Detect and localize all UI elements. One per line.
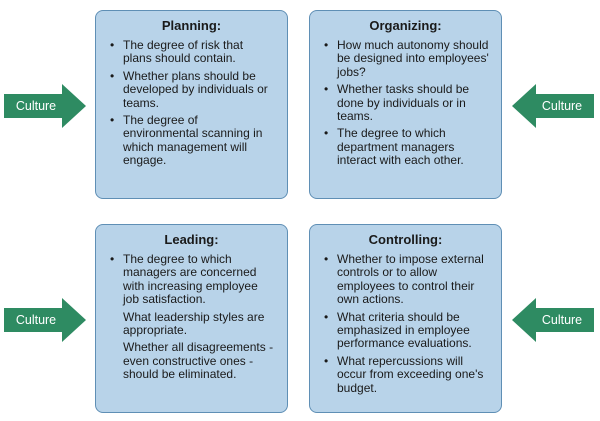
culture-arrow-top-right: Culture [512,84,594,128]
culture-label: Culture [541,99,583,113]
box-title: Planning: [161,18,222,33]
list-item: The degree of environmental scanning in … [108,113,275,168]
list-item: Whether plans should be developed by ind… [108,69,275,110]
culture-arrow-top-left: Culture [4,84,86,128]
box-title: Organizing: [369,18,442,33]
leading-box: Leading: The degree to which managers ar… [95,224,288,413]
left-arrow-icon [512,84,594,128]
culture-arrow-bottom-left: Culture [4,298,86,342]
list-item: Whether tasks should be done by individu… [322,82,489,123]
list-item: What leadership styles are appropriate. [123,309,265,338]
list-item: Whether all disagreements - even constru… [123,340,274,382]
list-item: Whether to impose external controls or t… [322,252,489,307]
culture-label: Culture [541,313,583,327]
list-item: How much autonomy should be designed int… [322,38,489,79]
list-item: The degree to which department managers … [322,127,489,167]
planning-box: Planning: The degree of risk that plans … [95,10,288,199]
list-item: The degree of risk that plans should con… [108,38,275,66]
controlling-list: Whether to impose external controls or t… [322,252,489,395]
box-title: Controlling: [368,232,443,247]
culture-label: Culture [15,313,57,327]
right-arrow-icon [4,298,86,342]
culture-arrow-bottom-right: Culture [512,298,594,342]
controlling-box: Controlling: Whether to impose external … [309,224,502,413]
culture-label: Culture [15,99,57,113]
organizing-list: How much autonomy should be designed int… [322,38,489,168]
list-item: What criteria should be emphasized in em… [322,310,489,351]
planning-list: The degree of risk that plans should con… [108,38,275,168]
box-title: Leading: [164,232,219,247]
list-item: The degree to which managers are concern… [108,252,275,307]
organizing-box: Organizing: How much autonomy should be … [309,10,502,199]
left-arrow-icon [512,298,594,342]
list-item: What repercussions will occur from excee… [322,354,489,395]
right-arrow-icon [4,84,86,128]
leading-list: The degree to which managers are concern… [108,252,275,382]
